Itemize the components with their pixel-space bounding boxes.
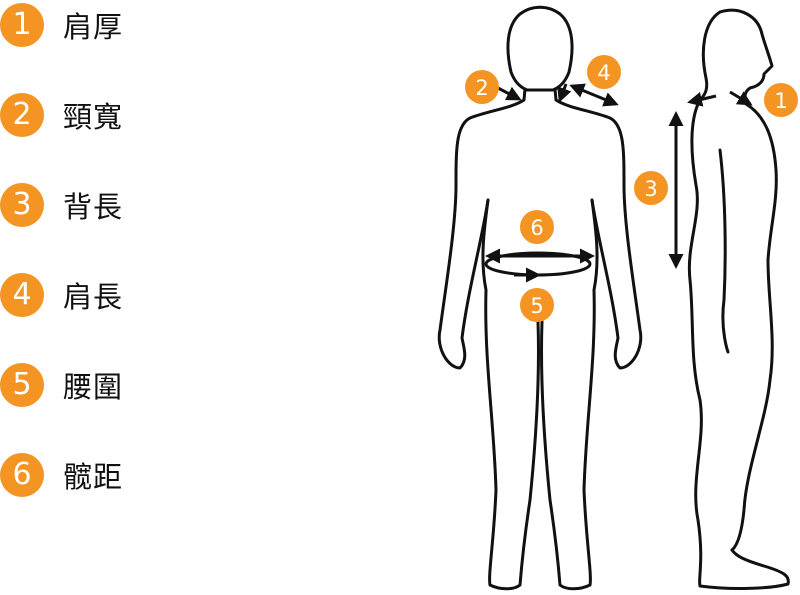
legend-badge: 2 [0,93,44,137]
legend-item-shoulder-thickness: 1 肩厚 [0,2,123,48]
marker-badge-6: 6 [520,210,554,244]
front-body-outline [437,5,643,591]
marker-badge-3: 3 [634,171,668,205]
legend-badge: 4 [0,273,44,317]
marker-badge-1-number: 1 [774,89,787,113]
marker-badge-5-number: 5 [530,294,543,318]
legend-badge: 5 [0,363,44,407]
legend-badge: 6 [0,453,44,497]
side-measure-lines [668,90,753,269]
front-measure-lines [484,83,619,283]
legend-badge: 1 [0,3,44,47]
marker-badge-1: 1 [764,83,798,117]
legend-label: 腰圍 [63,370,124,404]
legend-item-back-length: 3 背長 [0,182,123,228]
marker-badge-4: 4 [587,55,621,89]
legend-badge: 3 [0,183,44,227]
marker-badge-3-number: 3 [644,177,657,201]
marker-badge-4-number: 4 [597,61,610,85]
legend-label: 髋距 [63,460,124,494]
marker-badge-5: 5 [520,288,554,322]
legend-label: 背長 [63,190,124,224]
legend-label: 肩厚 [63,10,124,44]
marker-badge-2-number: 2 [475,76,488,100]
legend-label: 頸寬 [63,100,124,134]
legend-item-shoulder-length: 4 肩長 [0,272,123,318]
legend-item-waist: 5 腰圍 [0,362,123,408]
legend-item-hip-distance: 6 髋距 [0,452,123,498]
legend-item-neck-width: 2 頸寬 [0,92,123,138]
legend-label: 肩長 [63,280,124,314]
marker-badge-2: 2 [465,70,499,104]
marker-badge-6-number: 6 [530,216,543,240]
